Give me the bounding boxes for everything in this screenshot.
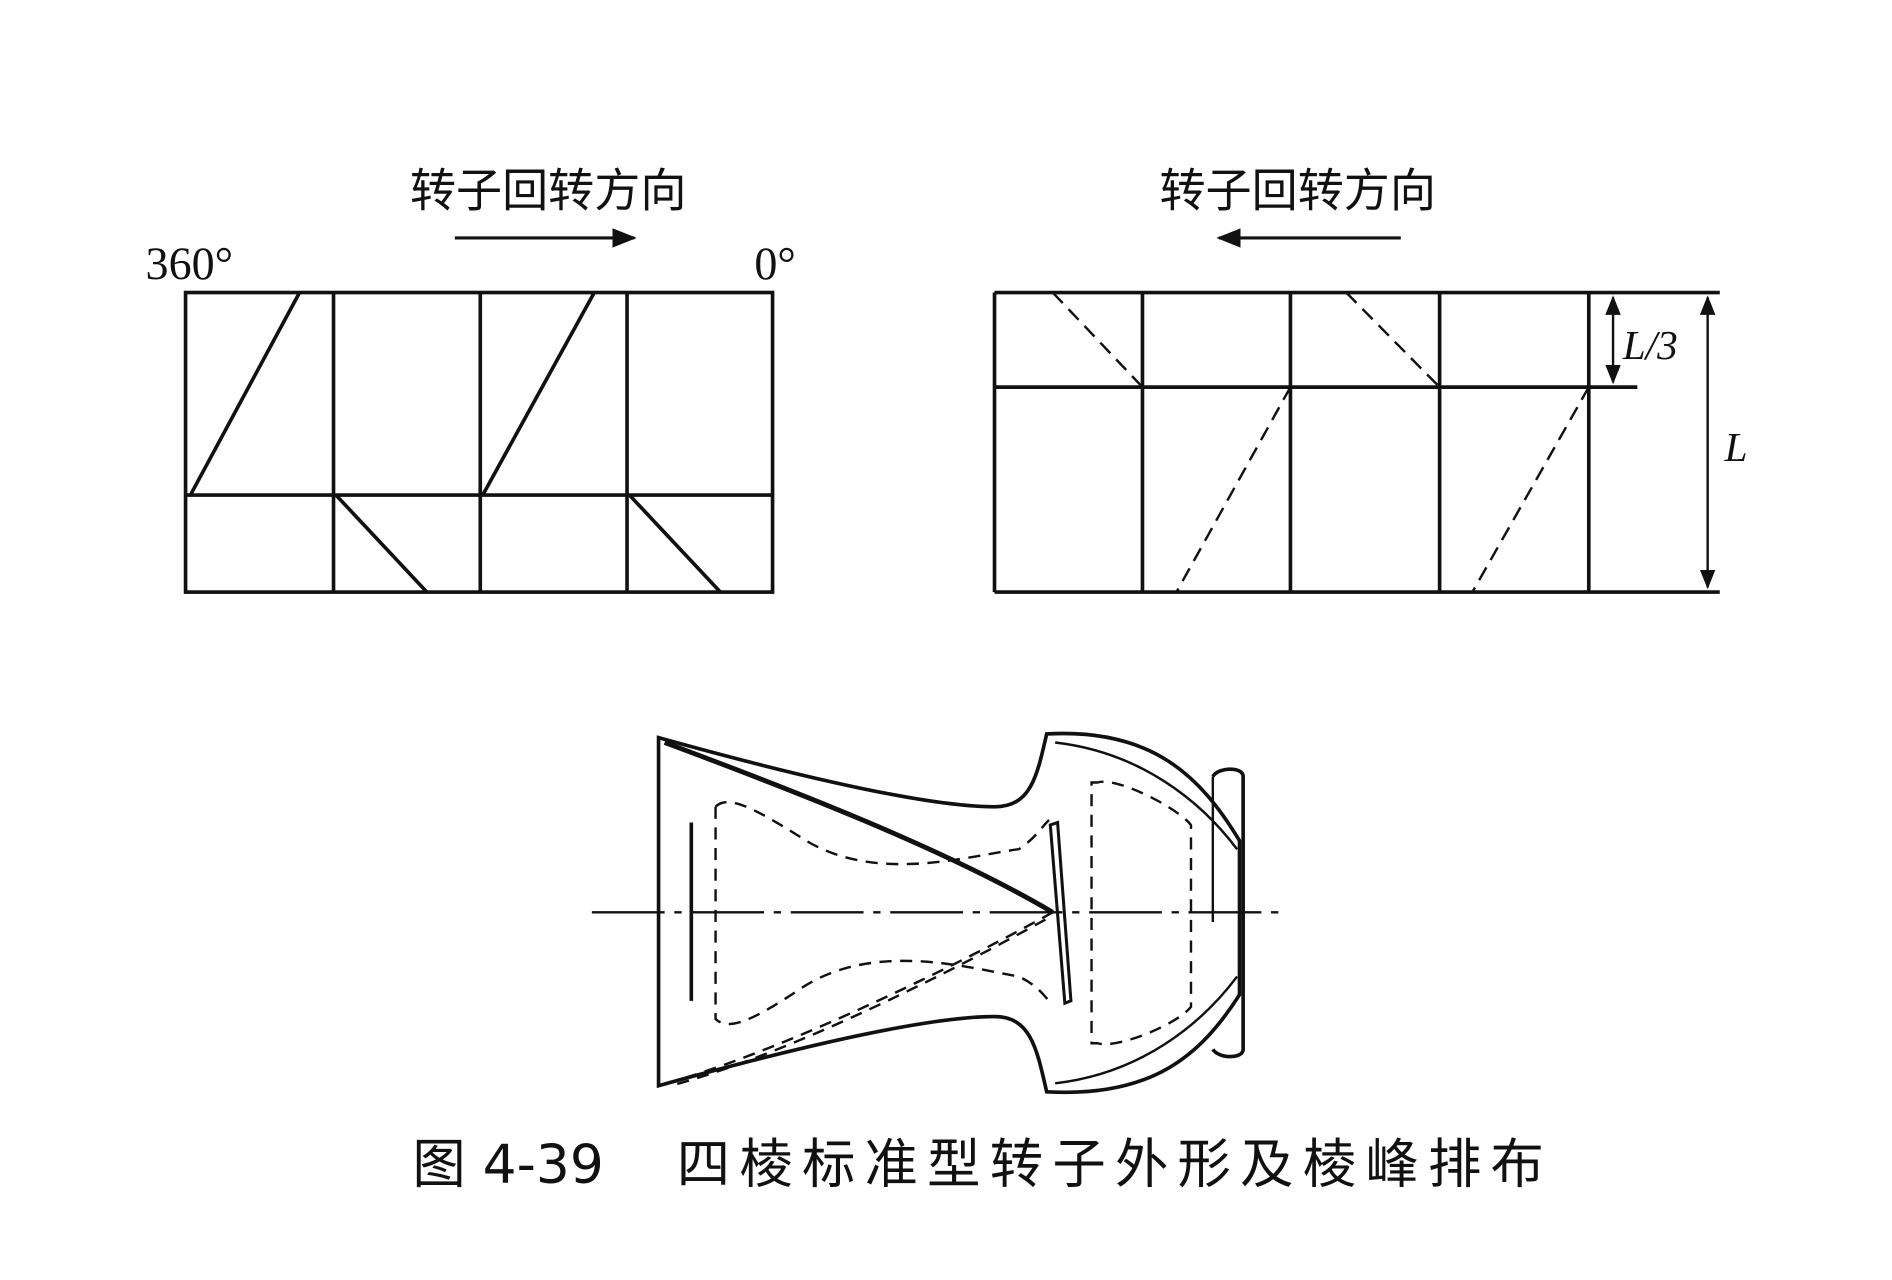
ridge-line (334, 493, 429, 594)
ridge-line (188, 291, 302, 496)
dimension-l-label: L (1724, 424, 1748, 470)
caption-number: 图 4-39 (412, 1133, 603, 1196)
right-development-grid (992, 228, 1720, 594)
angle-end-label: 0° (754, 238, 795, 289)
angle-start-label: 360° (146, 238, 234, 289)
rotor-outline (591, 731, 1284, 1095)
left-development-grid (183, 228, 775, 594)
left-direction-label: 转子回转方向 (410, 163, 686, 217)
ridge-line (481, 291, 596, 496)
right-direction-label: 转子回转方向 (1159, 163, 1435, 217)
dimension-l3-label: L/3 (1622, 322, 1678, 368)
ridge-line (628, 493, 722, 594)
caption-title: 四棱标准型转子外形及棱峰排布 (677, 1133, 1544, 1196)
